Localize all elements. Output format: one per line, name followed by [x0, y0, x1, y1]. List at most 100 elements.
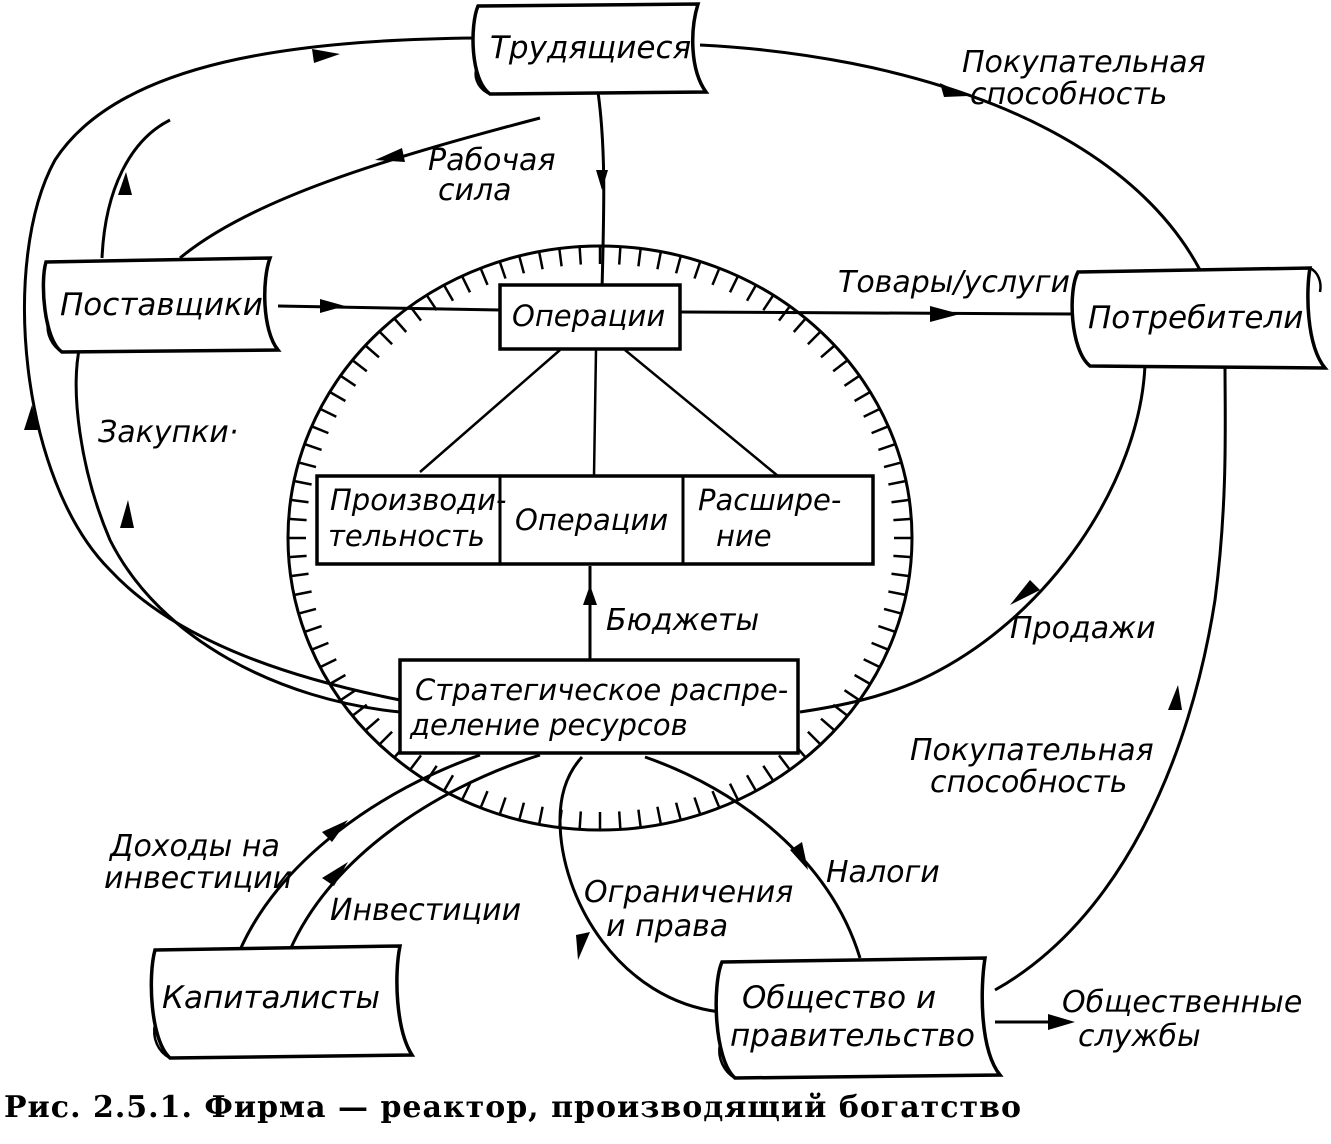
hatch-mark [578, 811, 583, 830]
hatch-mark [460, 783, 472, 801]
sales-label: Продажи [1010, 611, 1156, 646]
buying-power-right-arrow [1168, 685, 1182, 710]
hatch-mark [853, 390, 871, 403]
hatch-mark [863, 658, 881, 669]
hatch-mark [877, 624, 896, 634]
hatch-mark [364, 717, 380, 732]
capitalists-scroll-curl [153, 1023, 171, 1060]
suppliers-label: Поставщики [60, 287, 263, 323]
capitalists-scroll [149, 944, 416, 1060]
hatch-mark [329, 390, 347, 403]
hatch-mark [304, 442, 323, 452]
sales-arrow [1010, 580, 1040, 605]
hatch-mark [537, 251, 544, 270]
hatch-mark [364, 344, 380, 359]
society-label-line1: Общество и [742, 980, 936, 1016]
hatch-mark [311, 641, 329, 651]
budgets-label: Бюджеты [606, 603, 759, 638]
outer-left-side-arrow [24, 405, 38, 430]
hatch-mark [319, 407, 337, 418]
hatch-mark [298, 607, 317, 615]
hatch-mark [290, 572, 309, 578]
taxes-arrow [790, 842, 808, 870]
goods-to-consumers-arrow [930, 306, 960, 322]
inner-operations-row: Производи- тельность Операции Расшире- н… [315, 474, 875, 566]
suppliers-up-arrow [118, 172, 132, 195]
hatch-mark [637, 248, 642, 267]
sales-line [799, 364, 1147, 714]
hatch-mark [711, 267, 721, 286]
labor-to-operations-arrow [596, 170, 608, 190]
productivity-label-line1: Производи- [330, 483, 506, 517]
budgets-arrow [583, 585, 597, 605]
restrictions-label-line2: и права [606, 909, 728, 944]
hatch-mark [820, 344, 836, 359]
hatch-mark [656, 806, 663, 825]
hatch-mark [293, 479, 312, 486]
society-node: Общество и правительство [714, 956, 1004, 1080]
reactor-hatch-marks [288, 246, 912, 830]
goods-to-consumers-line [679, 310, 1076, 316]
hatch-mark [871, 641, 889, 651]
hatch-mark [311, 425, 329, 435]
hatch-mark [479, 267, 489, 286]
inner-operations-box [315, 474, 875, 566]
buying-power-top-label-line1: Покупательная [962, 45, 1206, 80]
hatch-mark [319, 658, 337, 669]
hatch-mark [304, 624, 323, 634]
hatch-mark [778, 754, 791, 771]
hatch-mark [883, 461, 902, 469]
hatch-mark [877, 442, 896, 452]
tree-branch-right [624, 349, 779, 477]
hatch-mark [656, 251, 663, 270]
hatch-mark [293, 590, 312, 597]
investments-arrow [322, 862, 348, 886]
workers-label: Трудящиеся [490, 30, 691, 66]
hatch-mark [693, 261, 702, 279]
hatch-mark [288, 554, 307, 559]
hatch-mark [578, 246, 583, 265]
hatch-mark [832, 359, 849, 373]
labor-label-line2: сила [438, 173, 512, 208]
hatch-mark [893, 554, 912, 559]
operations-top-label: Операции [512, 299, 665, 333]
strategic-node: Стратегическое распре- деление ресурсов [398, 658, 800, 755]
hatch-mark [517, 255, 526, 274]
purchases-arrow [120, 500, 134, 528]
hatch-mark [807, 330, 822, 346]
figure-caption: Рис. 2.5.1. Фирма — реактор, производящи… [4, 1090, 1022, 1125]
hatch-mark [351, 359, 368, 373]
buying-power-top-label-line2: способность [970, 77, 1167, 112]
expansion-label-line2: ние [716, 519, 772, 553]
hatch-mark [517, 802, 526, 821]
operations-top-node: Операции [498, 283, 682, 351]
workers-scroll [471, 2, 710, 96]
capitalists-node: Капиталисты [149, 944, 416, 1060]
hatch-mark [888, 590, 907, 597]
hatch-mark [745, 774, 758, 792]
consumers-node: Потребители [1070, 266, 1329, 370]
hatch-mark [498, 797, 507, 815]
strategic-label-line2: деление ресурсов [409, 708, 688, 742]
suppliers-scroll [41, 256, 282, 354]
hatch-mark [871, 425, 889, 435]
consumers-label: Потребители [1088, 300, 1303, 336]
strategic-box [398, 658, 800, 755]
purchases-label: Закупки· [98, 415, 238, 450]
taxes-line [644, 755, 862, 959]
buying-power-right-label-line1: Покупательная [910, 733, 1154, 768]
hatch-mark [728, 783, 740, 801]
hatch-mark [762, 765, 775, 782]
suppliers-scroll-curl [46, 321, 63, 354]
hatch-mark [378, 330, 393, 346]
flow-labels: Покупательная способность Рабочая сила Т… [98, 45, 1302, 1054]
investments-label: Инвестиции [330, 893, 521, 928]
workers-scroll-curl [474, 69, 491, 96]
suppliers-node: Поставщики [41, 256, 282, 354]
consumers-scroll-curl [1309, 266, 1322, 293]
public-services-arrow [1048, 1014, 1075, 1030]
hatch-mark [891, 572, 910, 578]
outer-left-top-arrow [312, 49, 340, 63]
hatch-mark [745, 284, 758, 302]
productivity-label-line2: тельность [328, 519, 485, 553]
